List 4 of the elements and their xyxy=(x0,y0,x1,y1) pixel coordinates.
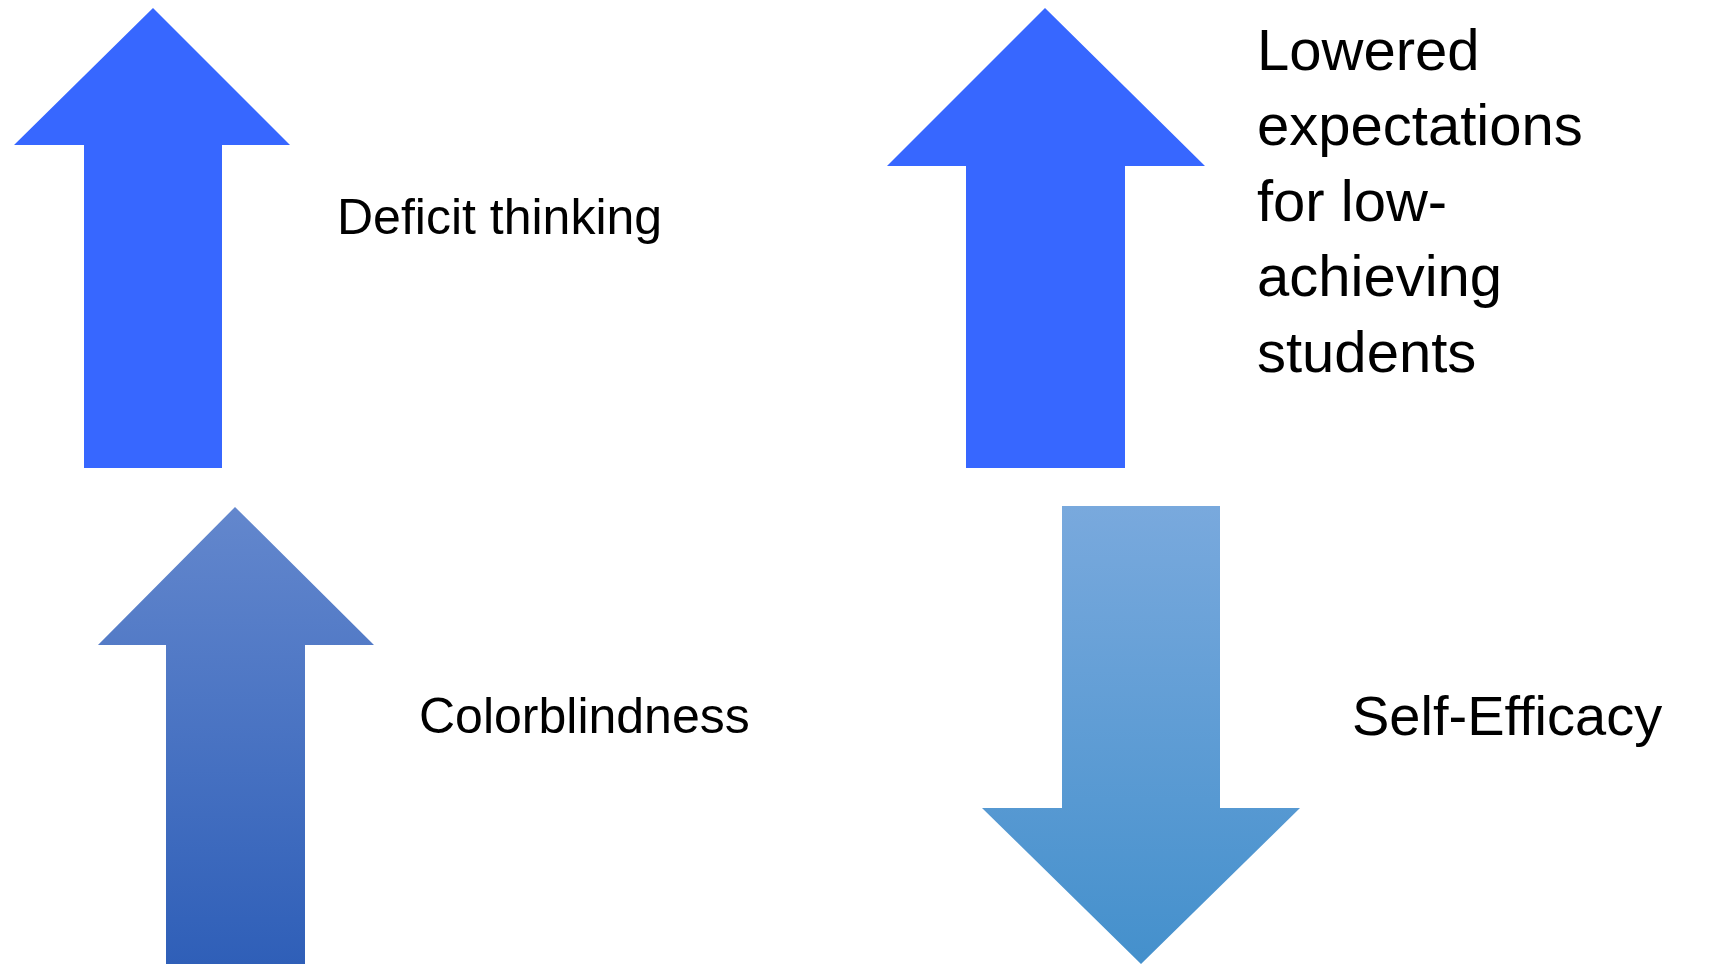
arrow-caption: Colorblindness xyxy=(419,687,750,746)
arrow-caption: Self-Efficacy xyxy=(1352,683,1663,749)
arrow-caption: Lowered expectations for low-achieving students xyxy=(1257,16,1584,386)
arrow-caption: Deficit thinking xyxy=(337,188,663,247)
